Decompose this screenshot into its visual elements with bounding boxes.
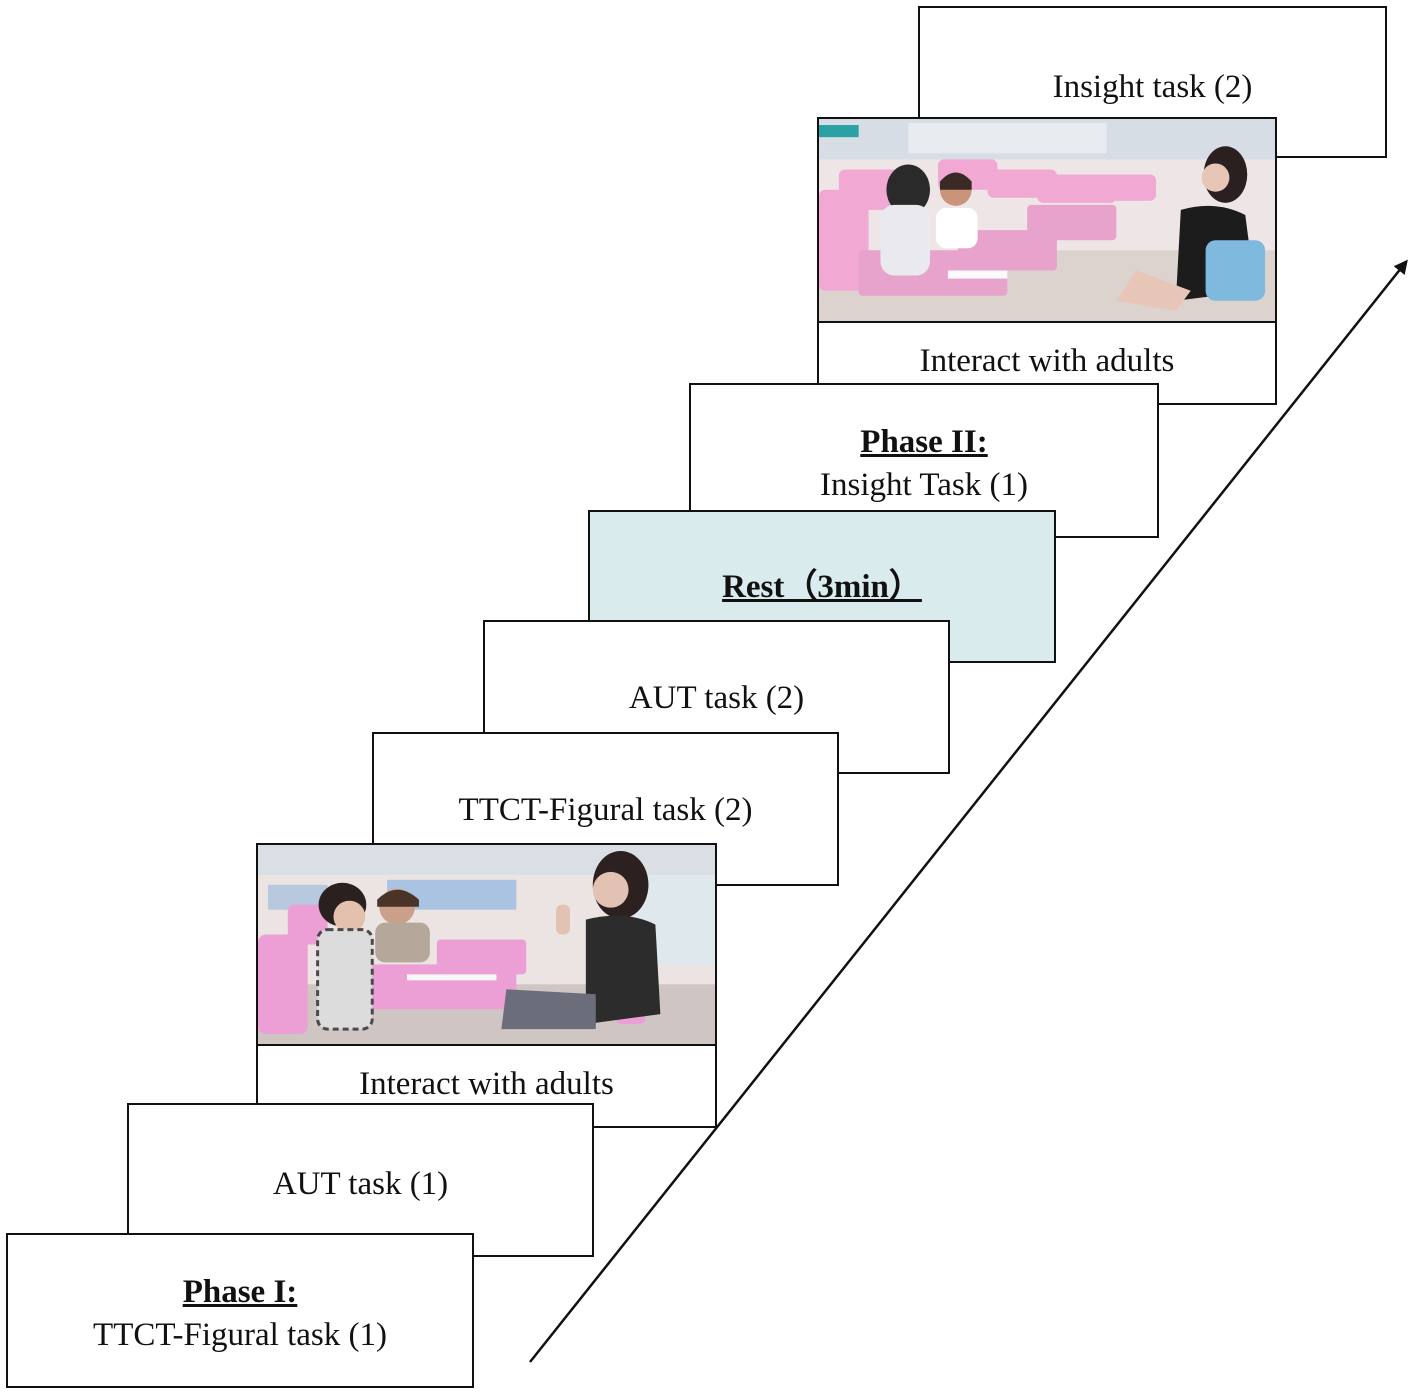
rest-label: Rest（3min）: [722, 569, 922, 605]
step-label: TTCT-Figural task (2): [458, 792, 753, 828]
classroom-photo: [819, 119, 1275, 323]
classroom-photo: [258, 845, 715, 1046]
step-label: Interact with adults: [919, 343, 1175, 380]
step-label: Interact with adults: [359, 1066, 614, 1103]
step-phase-1-ttct-figural-task-1: Phase I: TTCT-Figural task (1): [6, 1233, 474, 1388]
step-label: Insight Task (1): [820, 466, 1028, 503]
phase-1-heading: Phase I:: [182, 1274, 298, 1310]
step-interact-with-adults-2: Interact with adults: [817, 117, 1277, 405]
step-label: TTCT-Figural task (1): [93, 1316, 387, 1353]
phase-2-heading: Phase II:: [860, 424, 988, 460]
step-aut-task-1: AUT task (1): [127, 1103, 594, 1257]
step-label: Insight task (2): [1052, 69, 1253, 105]
step-label: AUT task (1): [272, 1166, 449, 1202]
step-interact-with-adults-1: Interact with adults: [256, 843, 717, 1128]
step-label: AUT task (2): [628, 680, 805, 716]
